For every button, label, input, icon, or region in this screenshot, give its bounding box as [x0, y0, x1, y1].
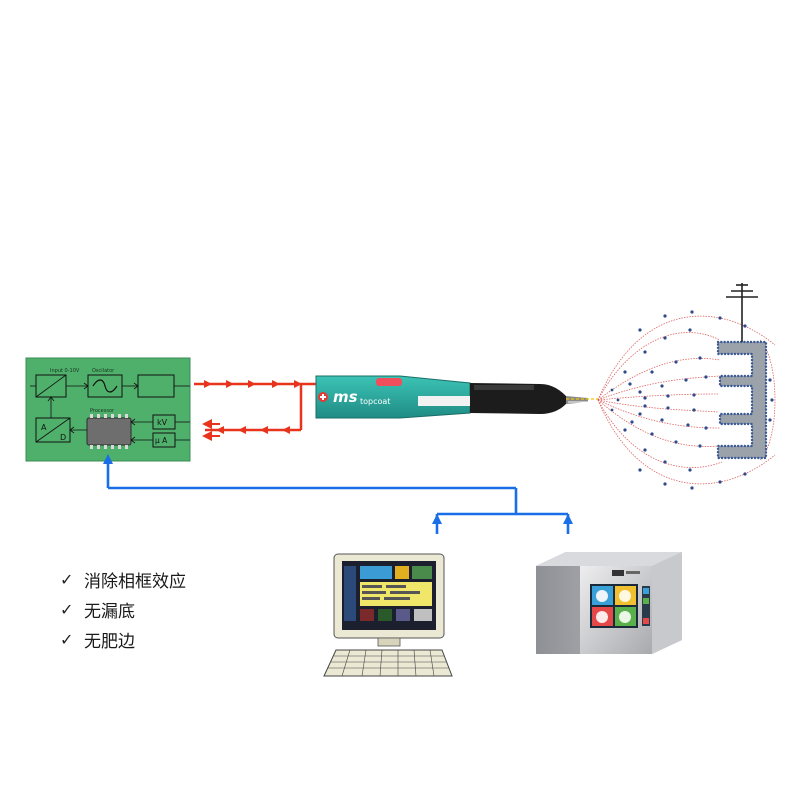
benefit-label: 无肥边: [84, 631, 135, 652]
gun-label-strip: [418, 396, 474, 406]
workpiece-profile: [716, 340, 768, 460]
benefits-list: ✓ 消除相框效应 ✓ 无漏底 ✓ 无肥边: [60, 564, 186, 654]
gun-indicator-strip: [376, 378, 402, 386]
benefit-item: ✓ 无肥边: [60, 624, 186, 654]
d-label: D: [60, 433, 66, 442]
paint-particles: [610, 310, 774, 490]
electric-field-lines: [597, 315, 776, 485]
ua-label: µ A: [155, 436, 168, 445]
benefit-item: ✓ 消除相框效应: [60, 564, 186, 594]
computer-icon: [323, 553, 453, 677]
control-unit-icon: [536, 552, 682, 654]
processor-label: Processor: [90, 408, 115, 414]
benefit-label: 消除相框效应: [84, 571, 186, 592]
sine-wave-icon: [92, 379, 118, 393]
benefit-item: ✓ 无漏底: [60, 594, 186, 624]
checkmark-icon: ✓: [60, 569, 74, 589]
spray-gun: ms topcoat: [315, 375, 600, 419]
input-label: Input 0-10V: [50, 368, 80, 374]
kv-label: kV: [157, 418, 168, 427]
gun-brand: ms: [333, 388, 358, 406]
checkmark-icon: ✓: [60, 629, 74, 649]
benefit-label: 无漏底: [84, 601, 135, 622]
keyboard: [323, 649, 453, 677]
ground-icon: [726, 283, 758, 342]
oscillator-label: Oscilator: [92, 368, 115, 374]
feedback-lines: [103, 454, 573, 534]
a-label: A: [41, 423, 47, 432]
checkmark-icon: ✓: [60, 599, 74, 619]
controller-board: Input 0-10V Oscilator A D Processor: [25, 357, 191, 462]
hv-signal-lines: [194, 380, 316, 441]
gun-product: topcoat: [360, 397, 390, 406]
processor-chip: [86, 417, 132, 446]
